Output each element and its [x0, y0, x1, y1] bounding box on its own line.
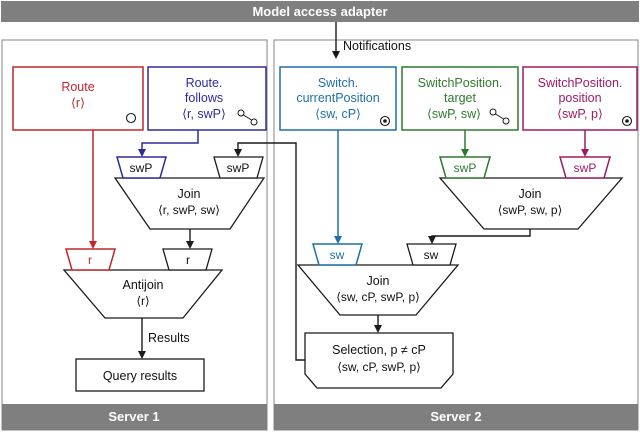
join-2-node — [438, 177, 624, 230]
join-3-left-slot — [312, 243, 363, 266]
join-2-title: Join — [519, 187, 542, 201]
sp-position-tuple: ⟨swP, p⟩ — [557, 107, 603, 121]
join-2-right-slot-label: swP — [574, 161, 597, 175]
antijoin-left-slot-label: r — [88, 253, 92, 267]
selection-node — [304, 332, 454, 389]
join-3-tuple: ⟨sw, cP, swP, p⟩ — [336, 290, 420, 304]
model-access-adapter-title: Model access adapter — [252, 4, 387, 19]
sp-position-name-2: position — [558, 91, 601, 105]
route-follows-tuple: ⟨r, swP⟩ — [182, 107, 226, 121]
server-2-bar — [274, 404, 638, 430]
edge-selection-join1 — [234, 142, 305, 361]
antijoin-right-slot — [162, 248, 213, 271]
switch-current-name-2: currentPosition — [296, 91, 379, 105]
antijoin-tuple: ⟨r⟩ — [136, 294, 149, 308]
attribute-icon — [379, 115, 391, 127]
join-1-tuple: ⟨r, swP, sw⟩ — [158, 203, 220, 217]
query-results-box — [75, 358, 205, 392]
server-1-label: Server 1 — [108, 409, 159, 424]
join-1-title: Join — [178, 187, 201, 201]
server-2-label: Server 2 — [430, 409, 481, 424]
route-tuple: ⟨r⟩ — [71, 96, 85, 110]
edge-icon — [489, 108, 510, 125]
join-2-tuple: ⟨swP, sw, p⟩ — [498, 203, 563, 217]
sp-target-name-2: target — [444, 91, 476, 105]
sp-position-name-1: SwitchPosition. — [538, 76, 623, 90]
edge-follows-join1 — [138, 130, 199, 157]
antijoin-title: Antijoin — [123, 278, 164, 292]
antijoin-right-slot-label: r — [186, 253, 190, 267]
route-follows-name-2: follows — [185, 91, 223, 105]
switch-current-name-1: Switch. — [318, 76, 358, 90]
join-1-node — [113, 177, 266, 230]
switch-current-position-input-box — [279, 66, 397, 131]
query-results-label: Query results — [103, 369, 177, 383]
edge-join2-join3 — [428, 229, 531, 244]
join-3-right-slot-label: sw — [424, 248, 439, 262]
join-1-left-slot-label: swP — [130, 161, 153, 175]
switchposition-target-input-box — [401, 66, 519, 131]
join-2-left-slot-label: swP — [454, 161, 477, 175]
switchposition-position-input-box — [522, 66, 638, 131]
route-follows-input-box — [147, 66, 267, 131]
route-input-box — [12, 66, 144, 131]
join-3-right-slot — [406, 243, 457, 266]
notifications-label: Notifications — [343, 39, 411, 53]
selection-title: Selection, p ≠ cP — [332, 343, 426, 357]
model-access-adapter-bar — [1, 1, 639, 22]
edge-icon — [237, 109, 258, 126]
route-follows-name-1: Route. — [186, 76, 223, 90]
join-3-title: Join — [367, 274, 390, 288]
join-1-left-slot — [116, 156, 167, 179]
switch-current-tuple: ⟨sw, cP⟩ — [315, 107, 361, 121]
sp-target-tuple: ⟨swP, sw⟩ — [427, 107, 481, 121]
join-2-left-slot — [439, 156, 491, 179]
route-name: Route — [61, 80, 94, 94]
antijoin-left-slot — [65, 248, 116, 271]
circle-icon — [125, 112, 137, 124]
sp-target-name-1: SwitchPosition. — [418, 76, 503, 90]
join-2-right-slot — [559, 156, 611, 179]
server-1-bar — [2, 404, 267, 430]
join-1-right-slot-label: swP — [227, 161, 250, 175]
join-3-node — [296, 264, 460, 316]
attribute-icon — [621, 115, 633, 127]
join-3-left-slot-label: sw — [330, 248, 345, 262]
selection-tuple: ⟨sw, cP, swP, p⟩ — [337, 360, 421, 374]
join-1-right-slot — [213, 156, 264, 179]
results-label: Results — [148, 331, 190, 345]
